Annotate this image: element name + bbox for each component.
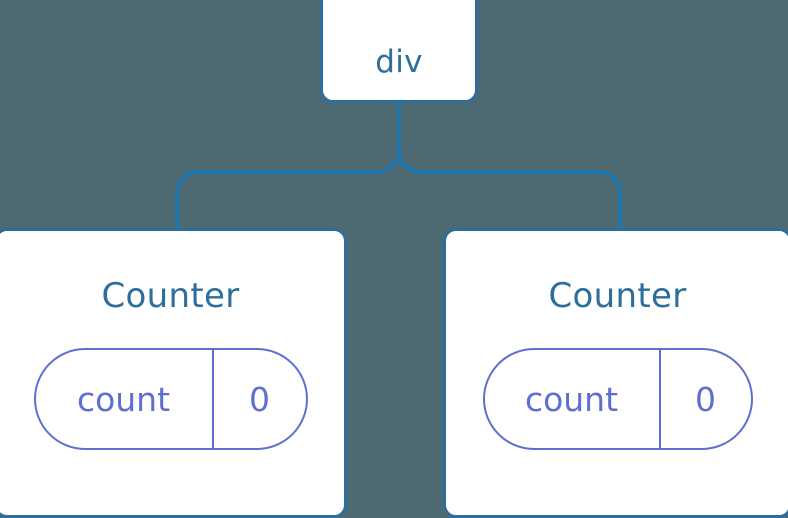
connector-to-right-child [397,149,622,231]
connector-to-left-child [175,149,401,231]
state-value-right: 0 [658,350,751,448]
node-counter-left[interactable]: Counter count 0 [0,228,347,518]
state-key-right: count [524,379,619,419]
state-pill-left[interactable]: count 0 [33,348,308,450]
state-pill-right[interactable]: count 0 [482,348,753,450]
node-counter-right-label: Counter [548,276,687,316]
connector-lines [175,101,622,231]
state-key-left: count [76,379,171,419]
node-div-label: div [375,44,423,80]
node-div[interactable]: div [320,0,478,103]
state-value-left: 0 [211,350,306,448]
node-counter-right[interactable]: Counter count 0 [443,228,788,518]
node-counter-left-label: Counter [101,276,240,316]
